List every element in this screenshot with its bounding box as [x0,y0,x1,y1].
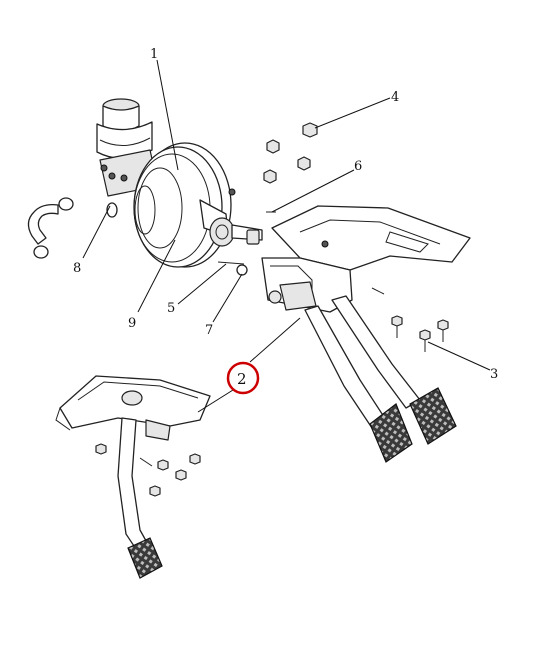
callout-5: 5 [167,301,175,316]
callout-8: 8 [73,261,81,276]
brake-booster-assembly [96,98,263,268]
callout-9: 9 [128,316,136,331]
nuts-top [263,122,318,184]
vacuum-hose [27,197,118,259]
pin-and-washer [217,211,276,276]
callout-4: 4 [391,90,399,105]
pedal-box-assembly [261,205,471,463]
callout-2-highlight-ring [226,361,260,395]
callout-6: 6 [354,159,362,174]
callout-2: 2 [237,370,247,388]
leader-lines [82,59,491,413]
single-pedal-assembly [55,375,211,579]
callout-1: 1 [150,47,158,62]
callout-3: 3 [490,367,498,382]
callout-7: 7 [205,323,213,338]
